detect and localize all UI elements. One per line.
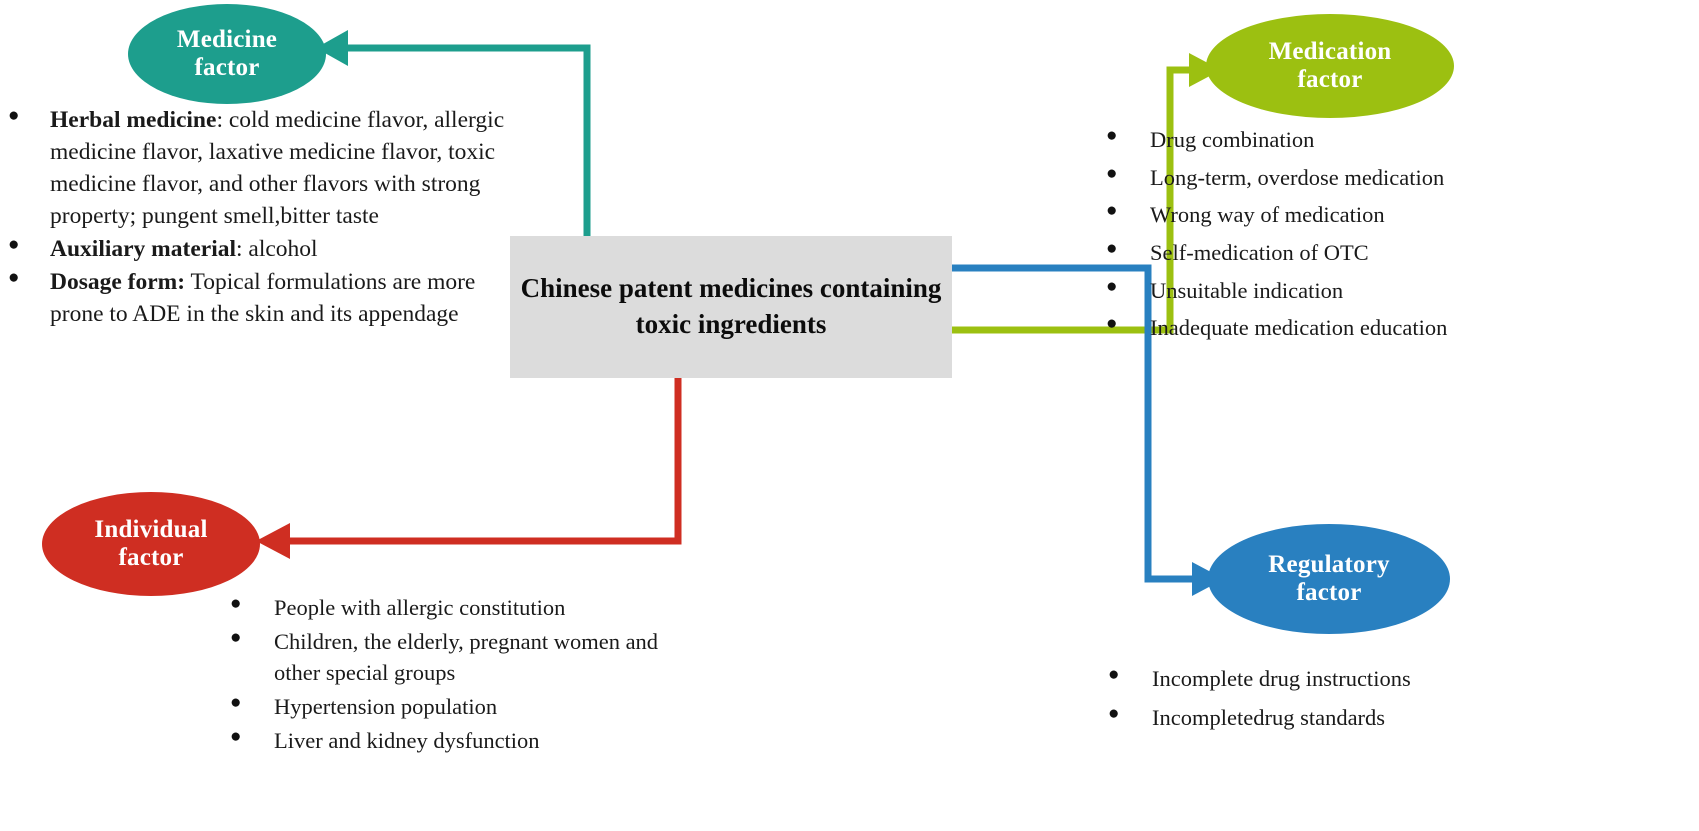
central-concept-line-2: containing toxic ingredients [635,273,942,339]
list-item: People with allergic constitution [230,591,700,624]
list-item: Auxiliary material: alcohol [8,232,508,265]
list-item-text: Topical formulations are more prone to A… [50,269,476,328]
list-item: Wrong way of medication [1106,196,1699,234]
medicine-factor-list: Herbal medicine: cold medicine flavor, a… [8,103,508,331]
node-regulatory-factor[interactable]: Regulatory factor [1208,524,1450,634]
list-item: Liver and kidney dysfunction [230,724,700,757]
list-item: Self-medication of OTC [1106,234,1699,272]
node-medication-factor-line-2: factor [1297,66,1363,93]
node-individual-factor[interactable]: Individual factor [42,492,260,596]
list-item: Herbal medicine: cold medicine flavor, a… [8,103,508,232]
list-item-label: Herbal medicine [50,107,217,133]
node-medication-factor[interactable]: Medication factor [1206,14,1454,118]
individual-factor-list: People with allergic constitution Childr… [230,591,700,759]
node-regulatory-factor-line-2: factor [1296,579,1362,606]
node-medicine-factor-line-1: Medicine [176,26,278,53]
node-medicine-factor-line-2: factor [194,54,260,81]
list-item: Drug combination [1106,121,1699,159]
node-medicine-factor[interactable]: Medicine factor [128,4,326,104]
connector-center-to-individual [256,378,682,559]
node-medication-factor-line-1: Medication [1268,38,1392,65]
list-item-label: Auxiliary material [50,236,237,263]
medication-factor-list: Drug combination Long-term, overdose med… [1106,121,1699,348]
list-item: Hypertension population [230,690,700,723]
node-individual-factor-line-1: Individual [94,516,208,543]
list-item-text: : alcohol [236,236,318,263]
central-concept-line-1: Chinese patent medicines [520,273,814,304]
central-concept-box: Chinese patent medicines containing toxi… [510,236,952,378]
list-item-label: Dosage form: [50,269,186,296]
list-item: Inadequate medication education [1106,309,1699,347]
list-item: Children, the elderly, pregnant women an… [230,625,700,689]
list-item: Dosage form: Topical formulations are mo… [8,265,508,330]
node-regulatory-factor-line-1: Regulatory [1268,551,1390,578]
list-item: Incomplete drug instructions [1108,659,1688,698]
list-item: Unsuitable indication [1106,272,1699,310]
list-item: Long-term, overdose medication [1106,159,1699,197]
list-item: Incompletedrug standards [1108,698,1688,737]
central-concept-text: Chinese patent medicines containing toxi… [510,271,952,342]
node-individual-factor-line-2: factor [118,544,184,571]
regulatory-factor-list: Incomplete drug instructions Incompleted… [1108,659,1688,739]
